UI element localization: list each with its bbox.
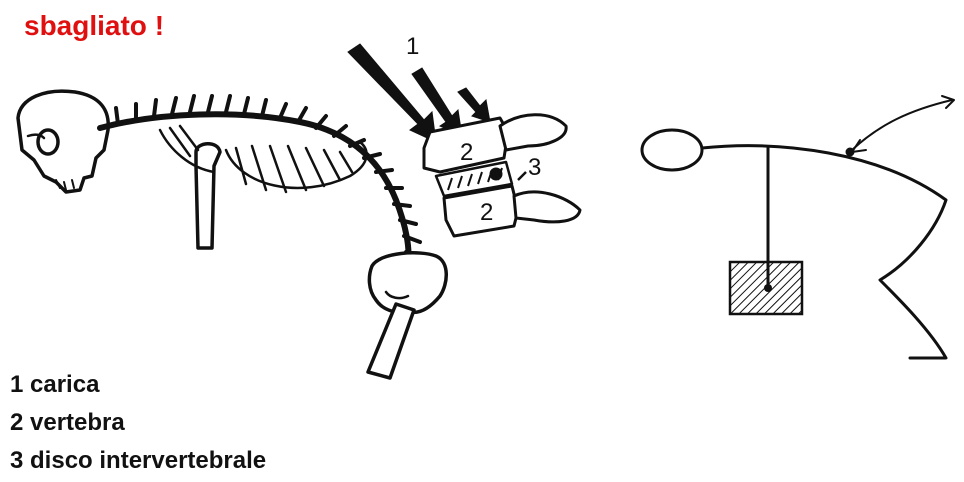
leg-bone <box>368 304 414 378</box>
upper-spinous-process <box>500 115 566 150</box>
label-vertebra-bottom-number: 2 <box>480 199 493 226</box>
skull-icon <box>18 91 108 192</box>
arm-bone <box>196 144 220 248</box>
vertebra-detail <box>424 115 580 236</box>
label-load-number: 1 <box>406 33 419 60</box>
legend: 1 carica 2 vertebra 3 disco intervertebr… <box>10 366 266 480</box>
label-disc-number: 3 <box>528 154 541 181</box>
legend-item-vertebra: 2 vertebra <box>10 404 266 442</box>
head-icon <box>642 130 702 170</box>
pelvis-bone <box>369 253 446 313</box>
spine-curve <box>100 114 409 262</box>
angle-arc <box>852 100 952 150</box>
skeleton-figure <box>18 91 446 378</box>
legend-item-load: 1 carica <box>10 366 266 404</box>
stick-figure <box>642 96 954 358</box>
back-line <box>702 146 946 358</box>
label-vertebra-top-number: 2 <box>460 139 473 166</box>
legend-item-disc: 3 disco intervertebrale <box>10 442 266 480</box>
weight-box <box>730 262 802 314</box>
spine-processes <box>116 96 422 258</box>
lower-spinous-process <box>514 192 580 222</box>
